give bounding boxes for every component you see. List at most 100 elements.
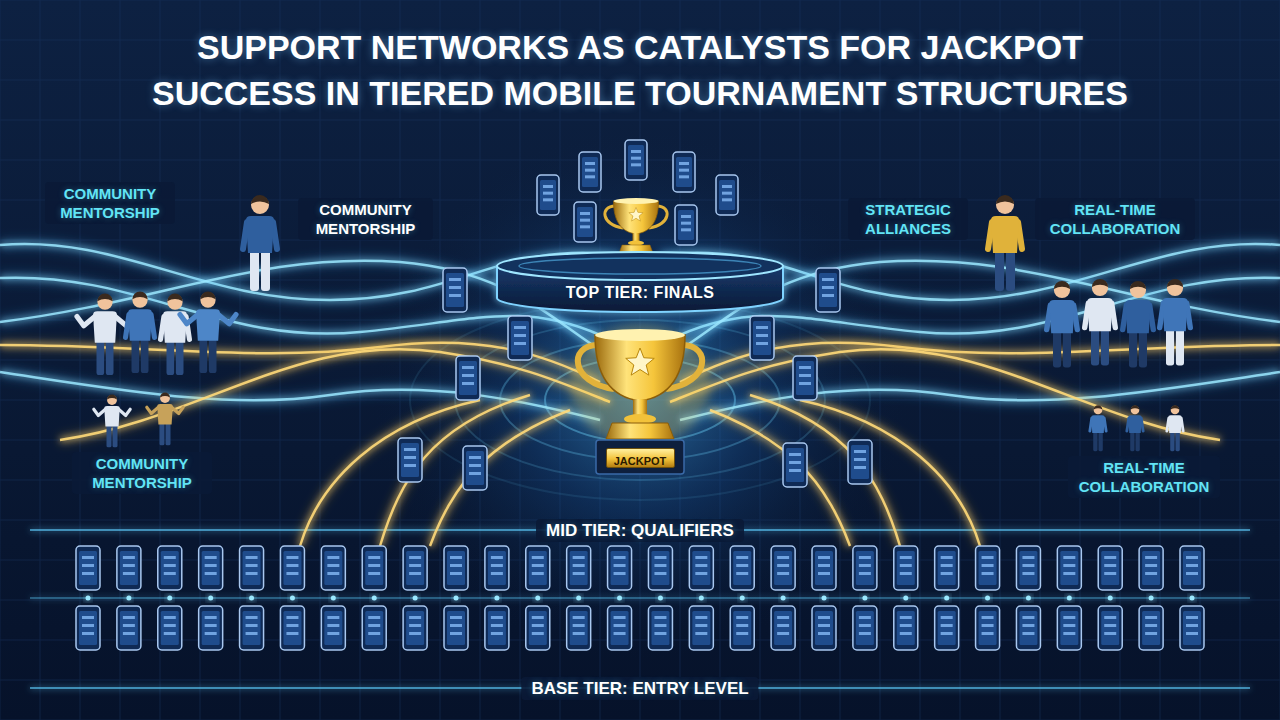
screen-line <box>462 382 474 385</box>
tier-label: BASE TIER: ENTRY LEVEL <box>521 677 758 700</box>
phone-body <box>280 546 304 590</box>
phone-body <box>456 356 480 400</box>
screen-line <box>654 624 666 627</box>
screen-line <box>573 564 585 567</box>
screen-line <box>1104 616 1116 619</box>
person-figure <box>1167 405 1183 451</box>
screen-line <box>491 556 503 559</box>
screen-line <box>1063 564 1075 567</box>
phone-body <box>321 546 345 590</box>
phone-screen <box>856 611 874 645</box>
phone-icon <box>648 546 672 590</box>
screen-line <box>941 572 953 575</box>
screen-line <box>614 556 626 559</box>
phone-screen <box>897 611 915 645</box>
screen-line <box>736 632 748 635</box>
phone-screen <box>979 611 997 645</box>
screen-line <box>1022 556 1034 559</box>
phone-screen <box>161 551 179 585</box>
screen-line <box>822 294 834 297</box>
link-dot <box>413 596 418 601</box>
screen-line <box>469 472 481 475</box>
screen-line <box>777 632 789 635</box>
screen-line <box>1104 572 1116 575</box>
person-figure <box>1127 405 1143 451</box>
person-figure <box>180 292 236 374</box>
person-torso <box>1168 415 1181 433</box>
phone-body <box>398 438 422 482</box>
screen-line <box>679 162 689 165</box>
phone-screen <box>753 321 771 355</box>
screen-line <box>543 192 553 195</box>
screen-line <box>614 564 626 567</box>
screen-line <box>327 572 339 575</box>
phone-icon <box>362 606 386 650</box>
phone-screen <box>815 611 833 645</box>
screen-line <box>532 624 544 627</box>
phone-screen <box>628 145 644 175</box>
flow-stream <box>380 395 530 546</box>
screen-line <box>327 624 339 627</box>
person-hair <box>1171 405 1180 409</box>
person-leg <box>97 339 105 375</box>
phone-screen <box>577 207 593 237</box>
phone-screen <box>447 551 465 585</box>
screen-line <box>900 624 912 627</box>
phone-screen <box>120 611 138 645</box>
phone-body <box>608 606 632 650</box>
phone-body <box>463 446 487 490</box>
phone-screen <box>1019 551 1037 585</box>
screen-line <box>1145 572 1157 575</box>
phone-icon <box>444 546 468 590</box>
phone-body <box>894 546 918 590</box>
phone-body <box>567 606 591 650</box>
person-leg <box>200 337 208 373</box>
screen-line <box>799 382 811 385</box>
phone-screen <box>243 551 261 585</box>
person-hair <box>251 195 269 204</box>
person-head <box>1131 406 1140 415</box>
person-head <box>1167 280 1183 296</box>
person-leg <box>1175 431 1179 451</box>
phone-icon <box>853 606 877 650</box>
screen-line <box>799 366 811 369</box>
phone-body <box>730 546 754 590</box>
screen-line <box>286 624 298 627</box>
phone-icon <box>689 546 713 590</box>
screen-line <box>580 225 590 228</box>
network-label: COMMUNITY MENTORSHIP <box>72 452 212 494</box>
screen-line <box>1063 624 1075 627</box>
person-leg <box>209 337 217 373</box>
phone-screen <box>79 551 97 585</box>
person-leg <box>1170 431 1174 451</box>
phone-screen <box>161 611 179 645</box>
phone-screen <box>1060 551 1078 585</box>
screen-line <box>614 572 626 575</box>
screen-line <box>514 342 526 345</box>
person-leg <box>113 424 118 447</box>
screen-line <box>822 286 834 289</box>
person-arm <box>218 314 236 323</box>
phone-body <box>1180 546 1204 590</box>
phone-icon <box>398 438 422 482</box>
phone-body <box>750 316 774 360</box>
screen-line <box>462 374 474 377</box>
person-hair <box>167 294 182 302</box>
phone-icon <box>158 606 182 650</box>
screen-line <box>543 198 553 201</box>
screen-line <box>941 632 953 635</box>
link-dot <box>167 596 172 601</box>
phone-body <box>199 546 223 590</box>
link-dot <box>822 596 827 601</box>
screen-line <box>450 572 462 575</box>
screen-line <box>854 458 866 461</box>
person-leg <box>1176 328 1184 366</box>
screen-line <box>818 616 830 619</box>
phone-screen <box>1183 611 1201 645</box>
screen-line <box>695 556 707 559</box>
screen-line <box>205 572 217 575</box>
screen-line <box>1145 616 1157 619</box>
phone-screen <box>856 551 874 585</box>
person-hair <box>1131 405 1140 409</box>
screen-line <box>722 198 732 201</box>
